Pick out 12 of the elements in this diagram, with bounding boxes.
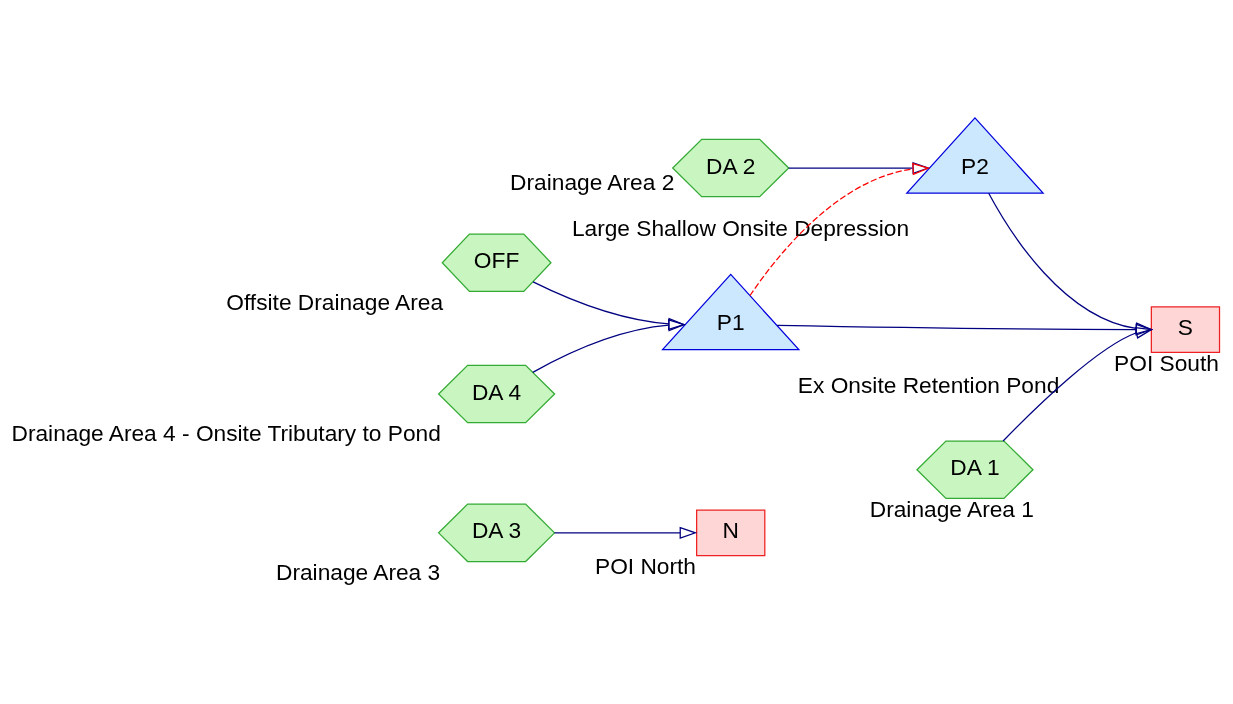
node-box: S [1150, 305, 1221, 353]
node-box: N [696, 509, 766, 556]
node-label: Large Shallow Onsite Depression [571, 214, 910, 241]
arrow [749, 162, 931, 296]
node-label: POI North [595, 552, 697, 579]
node-label: Offsite Drainage Area [226, 288, 444, 315]
arrow [1002, 326, 1154, 442]
node-label: Ex Onsite Retention Pond [797, 371, 1060, 398]
arrow [788, 161, 931, 174]
arrow [553, 526, 698, 539]
arrow [532, 318, 686, 373]
arrow [532, 280, 686, 330]
